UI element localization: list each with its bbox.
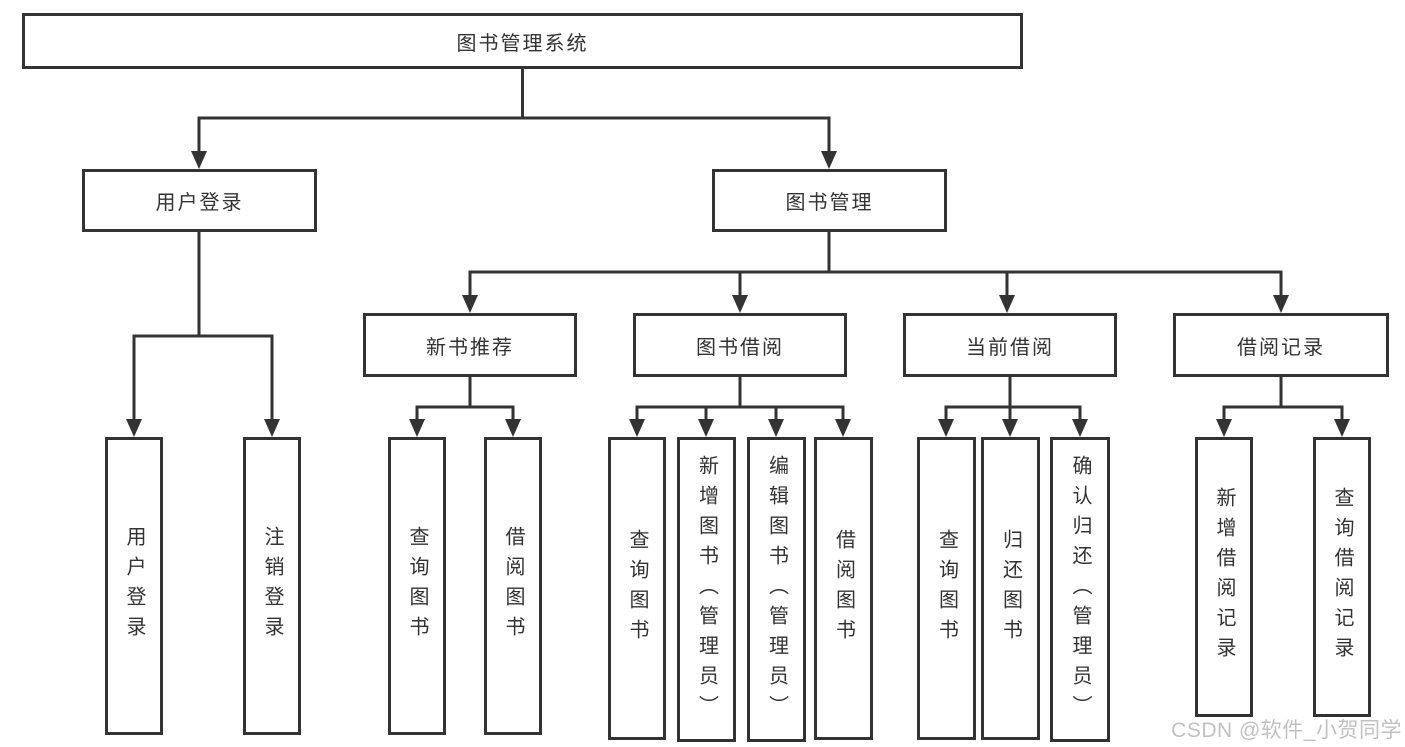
leaf-return-books-label: 归还图书 xyxy=(999,528,1022,649)
leaf-logout: 注销登录 xyxy=(243,437,301,735)
leaf-borrow-books-label: 借阅图书 xyxy=(832,528,855,649)
leaf-query-books-recommend: 查询图书 xyxy=(388,437,446,735)
leaf-query-books-recommend-label: 查询图书 xyxy=(406,526,428,646)
node-root-label: 图书管理系统 xyxy=(456,32,589,55)
leaf-query-borrow-record-label: 查询借阅记录 xyxy=(1331,487,1353,667)
leaf-confirm-return-admin: 确认归还（管理员） xyxy=(1050,437,1110,742)
node-borrowing-records-label: 借阅记录 xyxy=(1237,336,1325,359)
leaf-borrow-books: 借阅图书 xyxy=(814,437,873,740)
leaf-add-books-admin-label: 新增图书（管理员） xyxy=(695,454,718,725)
leaf-query-borrow-record: 查询借阅记录 xyxy=(1313,437,1371,717)
csdn-watermark: CSDN @软件_小贺同学 xyxy=(1171,719,1402,742)
node-user-login-label: 用户登录 xyxy=(155,192,244,214)
leaf-add-borrow-record: 新增借阅记录 xyxy=(1195,437,1253,717)
node-new-book-recommendation: 新书推荐 xyxy=(363,313,577,377)
node-book-borrowing: 图书借阅 xyxy=(633,313,847,377)
leaf-user-login-label: 用户登录 xyxy=(123,526,145,646)
leaf-borrow-books-recommend-label: 借阅图书 xyxy=(502,526,524,646)
node-root-library-system: 图书管理系统 xyxy=(22,13,1023,69)
leaf-query-books-current: 查询图书 xyxy=(917,437,976,740)
node-user-login: 用户登录 xyxy=(82,169,317,232)
leaf-borrow-books-recommend: 借阅图书 xyxy=(484,437,542,735)
leaf-edit-books-admin: 编辑图书（管理员） xyxy=(747,437,806,742)
node-book-management: 图书管理 xyxy=(712,169,947,232)
leaf-logout-label: 注销登录 xyxy=(261,526,283,646)
leaf-user-login: 用户登录 xyxy=(105,437,163,735)
node-book-borrowing-label: 图书借阅 xyxy=(696,336,784,359)
node-current-borrowing: 当前借阅 xyxy=(903,313,1117,377)
leaf-edit-books-admin-label: 编辑图书（管理员） xyxy=(765,454,788,725)
leaf-query-books-current-label: 查询图书 xyxy=(935,528,958,649)
leaf-confirm-return-admin-label: 确认归还（管理员） xyxy=(1069,454,1091,725)
node-new-book-recommendation-label: 新书推荐 xyxy=(426,336,514,359)
leaf-add-borrow-record-label: 新增借阅记录 xyxy=(1213,487,1235,667)
leaf-query-books-borrowing-label: 查询图书 xyxy=(626,528,648,649)
node-book-management-label: 图书管理 xyxy=(785,192,874,214)
leaf-return-books: 归还图书 xyxy=(981,437,1040,740)
leaf-add-books-admin: 新增图书（管理员） xyxy=(677,437,736,742)
node-borrowing-records: 借阅记录 xyxy=(1173,313,1389,377)
connector-arrowheads xyxy=(126,151,1350,437)
leaf-query-books-borrowing: 查询图书 xyxy=(608,437,666,740)
node-current-borrowing-label: 当前借阅 xyxy=(966,336,1054,359)
